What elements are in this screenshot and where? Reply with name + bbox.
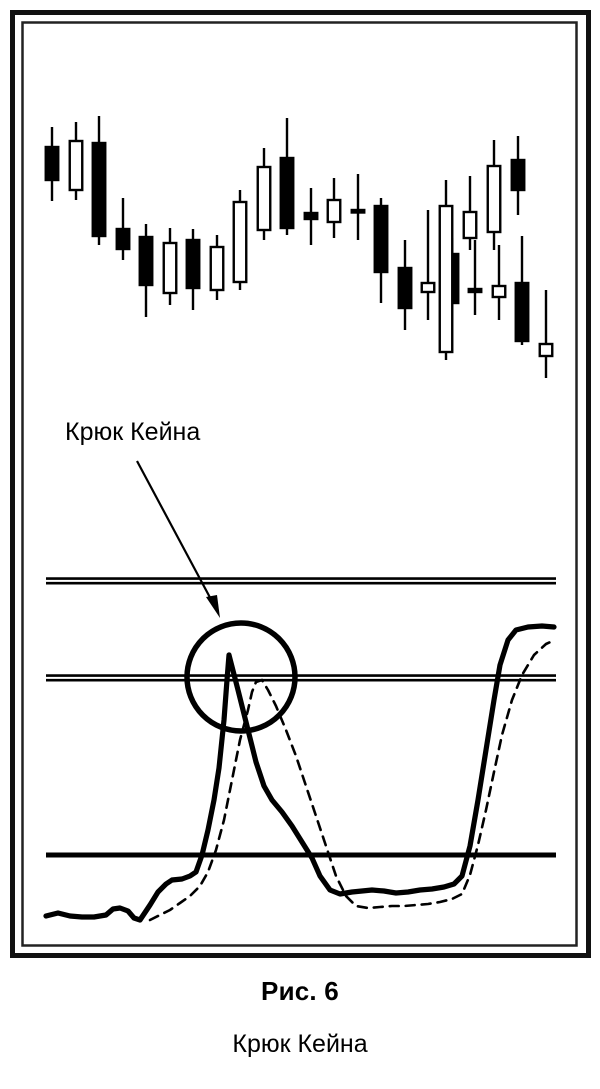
candle-body-bearish xyxy=(279,156,295,230)
annotation-arrow-head xyxy=(206,595,220,618)
candlestick-bar xyxy=(162,228,178,305)
candlestick-bar xyxy=(256,148,272,240)
candlestick-bar xyxy=(397,240,413,330)
figure-frame xyxy=(10,10,591,958)
candlestick-bar xyxy=(420,210,436,320)
candle-body-bearish xyxy=(44,145,60,182)
oscillator-series-percent-k-solid xyxy=(43,623,557,923)
candlestick-bar xyxy=(185,229,201,310)
candle-body-bearish xyxy=(350,208,366,214)
candle-body-bearish xyxy=(514,281,530,343)
candle-body-bearish xyxy=(467,287,483,294)
oscillator-series-percent-d-dashed xyxy=(148,638,557,922)
candle-body-bearish xyxy=(91,141,107,238)
frame-outer-border xyxy=(10,10,591,958)
candle-body-bullish xyxy=(438,204,454,354)
candlestick-bar xyxy=(467,240,483,315)
candlestick-bar xyxy=(209,235,225,300)
candle-body-bearish xyxy=(397,266,413,310)
candle-body-bullish xyxy=(68,139,84,192)
candle-body-bearish xyxy=(115,227,131,251)
candle-body-bearish xyxy=(373,204,389,274)
candle-body-bullish xyxy=(420,281,436,294)
candlestick-bar xyxy=(350,174,366,240)
candle-body-bullish xyxy=(256,165,272,232)
candlestick-bar xyxy=(438,180,454,360)
candlestick-bar xyxy=(232,190,248,290)
candlestick-bar xyxy=(138,224,154,317)
annotation-arrow-line xyxy=(136,460,215,606)
candlestick-bar xyxy=(68,122,84,200)
candle-body-bullish xyxy=(491,284,507,299)
candlestick-bar xyxy=(491,245,507,320)
figure-caption-number: Рис. 6 xyxy=(261,976,339,1006)
candle-body-bullish xyxy=(462,210,478,240)
candlestick-bar xyxy=(44,127,60,201)
candle-body-bearish xyxy=(510,158,526,192)
kane-hook-circle xyxy=(184,620,298,734)
candlestick-bar xyxy=(303,188,319,245)
candlestick-pane xyxy=(44,116,554,378)
frame-inner-border xyxy=(21,21,578,947)
kane-hook-annotation: Крюк Кейна xyxy=(65,418,220,618)
candle-body-bullish xyxy=(486,164,502,234)
candle-body-bullish xyxy=(538,342,554,358)
candle-body-bullish xyxy=(232,200,248,284)
annotation-label: Крюк Кейна xyxy=(65,418,200,446)
candlestick-bar xyxy=(373,198,389,303)
oscillator-pane xyxy=(43,577,557,923)
candlestick-bar xyxy=(514,236,530,345)
candle-body-bullish xyxy=(326,198,342,224)
candlestick-bar xyxy=(115,198,131,260)
candle-body-bullish xyxy=(209,245,225,292)
candlestick-bar xyxy=(462,176,478,250)
candle-body-bearish xyxy=(303,211,319,221)
figure-caption-title: Крюк Кейна xyxy=(232,1030,368,1058)
candlestick-bar xyxy=(510,136,526,215)
candle-body-bearish xyxy=(185,238,201,290)
candlestick-bar xyxy=(486,140,502,250)
candlestick-bar xyxy=(279,118,295,235)
candle-body-bullish xyxy=(162,241,178,295)
candle-body-bearish xyxy=(138,235,154,287)
candlestick-bar xyxy=(538,290,554,378)
candlestick-bar xyxy=(326,178,342,238)
candlestick-bar xyxy=(91,116,107,245)
